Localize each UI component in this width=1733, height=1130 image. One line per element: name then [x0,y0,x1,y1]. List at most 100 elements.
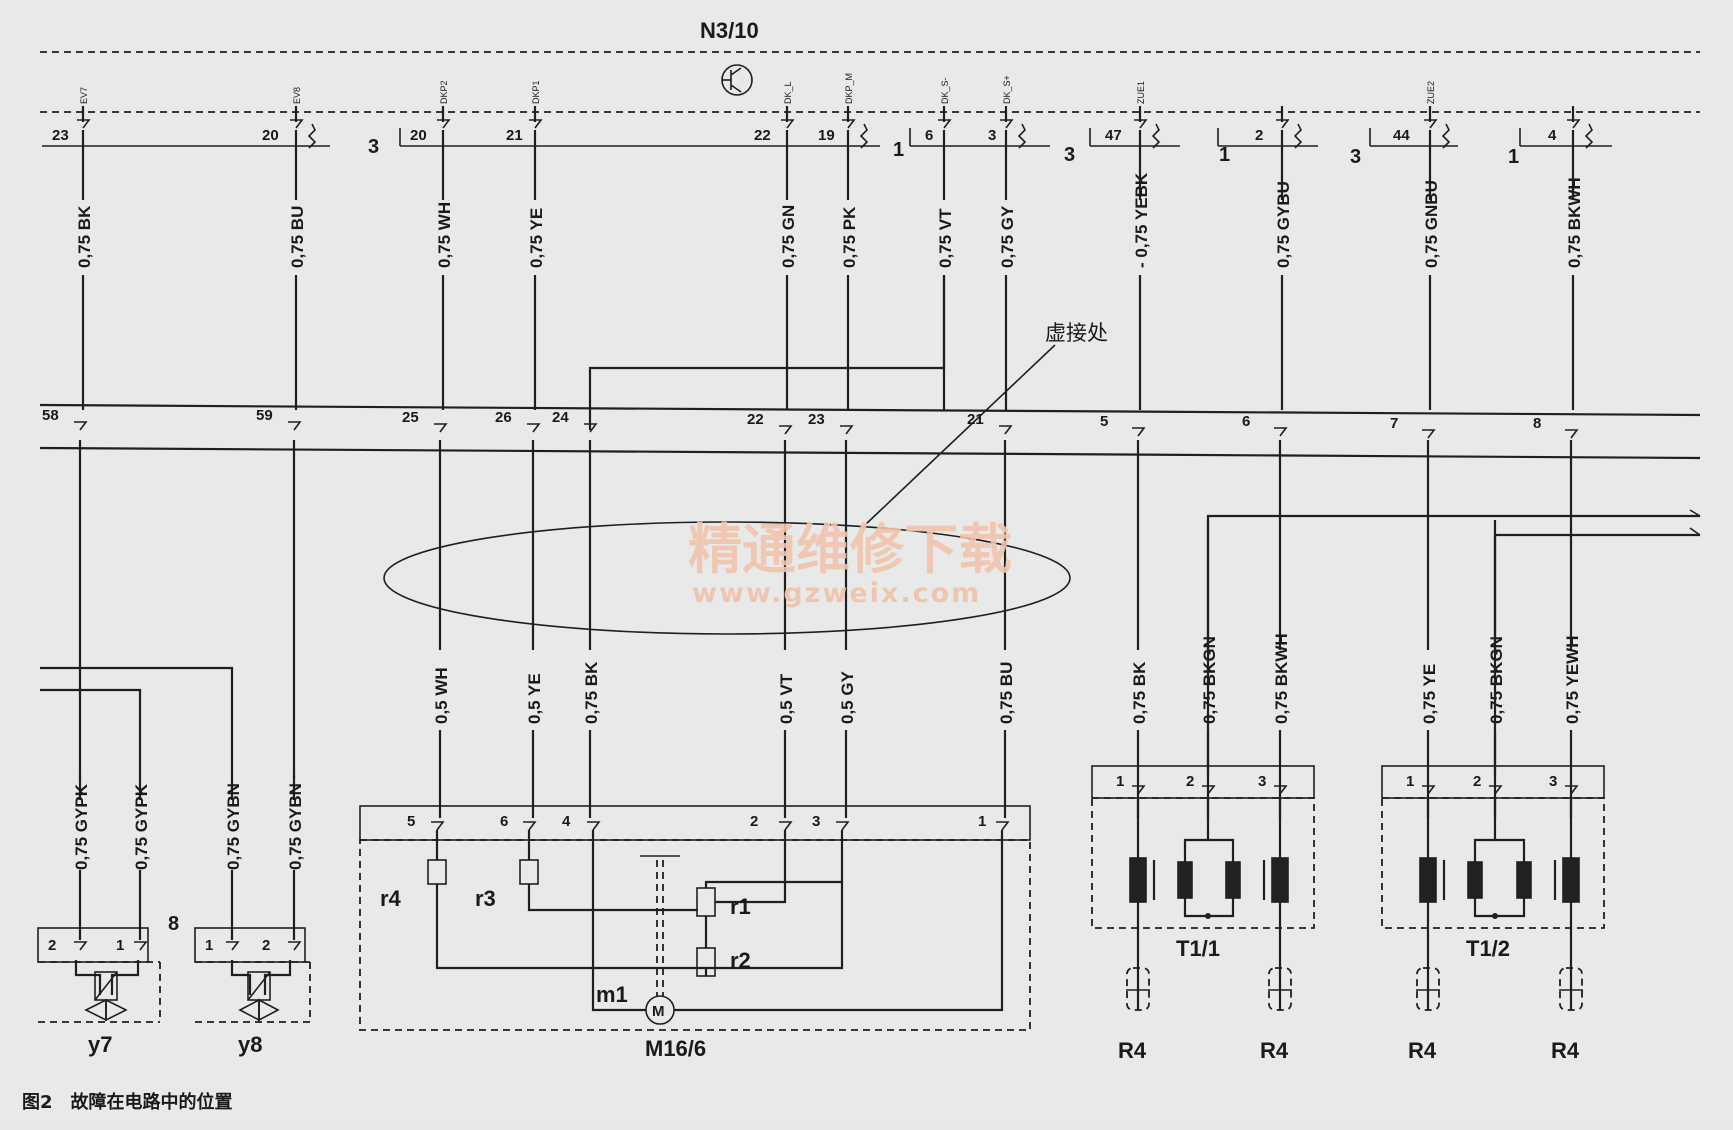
coil-pin-marker [1565,785,1579,795]
valve-pin-marker [74,941,88,951]
connector-side-4: 1 [1219,144,1230,166]
top-pin-signal: DKP2 [439,80,449,104]
top-pin-number: 47 [1105,127,1122,144]
top-pin-number: 44 [1393,127,1410,144]
top-pin-number: 22 [754,127,771,144]
coil-winding [1129,857,1147,903]
coil-pin-marker [1274,785,1288,795]
top-pin-number: 20 [410,127,427,144]
upper-wire-label: 0,75 VT [936,208,955,268]
junction-pin-marker [1565,429,1579,439]
fault-ellipse [383,521,1071,635]
upper-wire-label: - 0,75 YEBK [1132,172,1151,268]
junction-pin-marker [840,425,854,435]
shield-squiggle [859,123,869,149]
annotation-text: 虚接处 [1045,321,1108,345]
watermark-title: 精通维修下载 [688,517,1012,581]
valve-wire-label: 0,75 GYBN [224,783,243,870]
coil-winding [1177,861,1193,899]
top-pin-marker [437,119,451,129]
coil-feed-lines [1206,509,1701,775]
motor-pin-marker [779,821,793,831]
lower-wire-label: 0,75 BKGN [1200,636,1219,724]
upper-wire-label: 0,75 GNBU [1422,180,1441,268]
lower-wire-label: 0,75 BKGN [1487,636,1506,724]
top-pin-marker [842,119,856,129]
top-pin-signal: EV8 [292,87,302,104]
junction-pin-number: 58 [42,407,59,424]
coil-label: T1/2 [1466,936,1510,961]
top-pin-marker [1134,119,1148,129]
top-pin-signal: DK_S- [940,77,950,104]
valve-y7-pin-b: 1 [116,937,124,954]
upper-wire-label: 0,75 BK [75,205,94,268]
motor-part-r1: r1 [730,894,751,919]
top-pin-number: 23 [52,127,69,144]
junction-pin-number: 26 [495,409,512,426]
motor-pin-4: 4 [562,813,571,830]
connector-side-1: 3 [368,136,379,158]
coil-pin-number: 3 [1258,773,1266,790]
coil-winding [1516,861,1532,899]
coil-pin-number: 1 [1406,773,1414,790]
shield-squiggle [1151,123,1161,149]
top-pin-marker [1567,119,1581,129]
load-label: R4 [1260,1038,1289,1063]
motor-part-r4: r4 [380,886,402,911]
valve-y8-pin-a: 1 [205,937,213,954]
top-pin-marker [1000,119,1014,129]
motor-pin-3: 3 [812,813,820,830]
top-pin-number: 2 [1255,127,1263,144]
lower-wire-label: 0,75 BK [1130,661,1149,724]
motor-pin-1: 1 [978,813,986,830]
top-pin-number: 21 [506,127,523,144]
lower-wire-label: 0,75 YE [1420,664,1439,724]
top-pin-signal: DK_S+ [1002,75,1012,104]
connector-brackets [42,128,1612,147]
junction-pin-marker [779,425,793,435]
motor-pin-marker [836,821,850,831]
lower-wire-label: 0,5 GY [838,670,857,724]
connector-side-3: 3 [1064,144,1075,166]
lower-wire-label: 0,75 YEWH [1563,635,1582,724]
valve-pin-marker [134,941,148,951]
top-pin-signal: DKP1 [531,80,541,104]
motor-pin-6: 6 [500,813,508,830]
coil-lead [1473,898,1526,918]
connector-side-6: 1 [1508,146,1519,168]
junction-pin-marker [999,425,1013,435]
top-pin-signal: ZUE2 [1426,81,1436,104]
motor-part-r3: r3 [475,886,496,911]
top-pin-marker [1276,119,1290,129]
coil-winding [1225,861,1241,899]
motor-pin-2: 2 [750,813,758,830]
coil-winding [1562,857,1580,903]
upper-wire-label: 0,75 GY [998,205,1017,268]
crossover-wire [588,275,946,430]
coil-winding [1467,861,1483,899]
top-pin-signal: DKP_M [844,73,854,104]
coil-pin-marker [1202,785,1216,795]
junction-pin-marker [288,421,302,431]
junction-line-top [39,403,1701,417]
upper-wire-label: 0,75 BU [288,206,307,268]
upper-wire-label: 0,75 WH [435,202,454,268]
valve-y7-label: y7 [88,1032,112,1057]
motor-pin-marker [523,821,537,831]
motor-pin-5: 5 [407,813,415,830]
connector-side-5: 3 [1350,146,1361,168]
junction-pin-marker [1422,429,1436,439]
shield-squiggle [1584,123,1594,149]
valve-y8-pin-b: 2 [262,937,270,954]
motor-label: M16/6 [645,1036,706,1061]
junction-pin-number: 6 [1242,413,1250,430]
valve-pin-marker [226,941,240,951]
shield-squiggle [1441,123,1451,149]
coil-pin-number: 2 [1186,773,1194,790]
valve-y8 [194,927,311,1023]
motor-pin-marker [587,821,601,831]
top-pin-marker [1424,119,1438,129]
coil-lead [1183,798,1210,862]
top-pin-marker [938,119,952,129]
